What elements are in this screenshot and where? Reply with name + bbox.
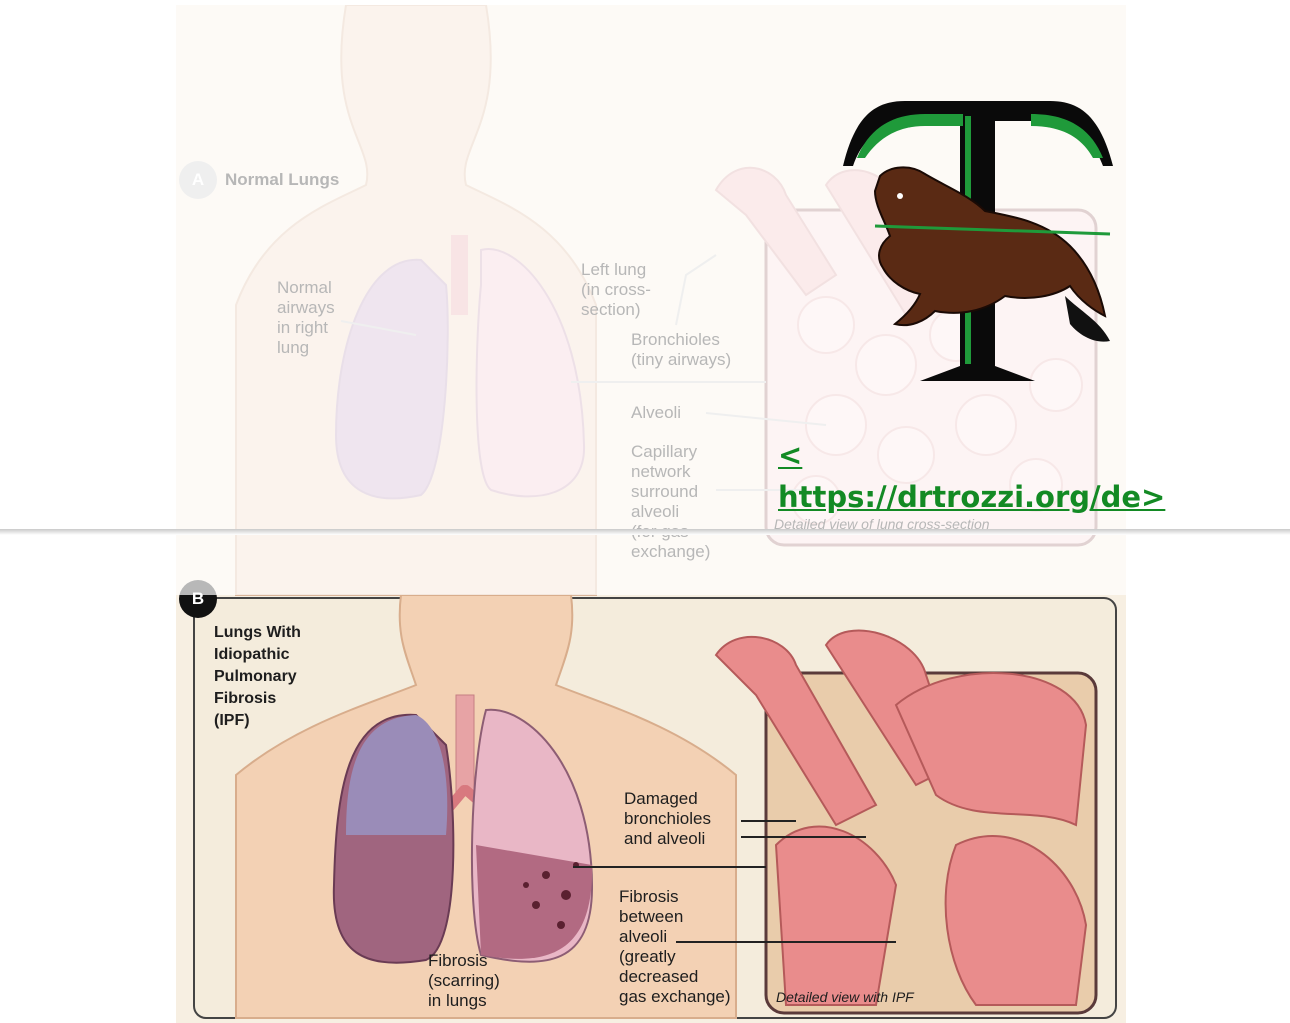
fibrosis-between-label: Fibrosis between alveoli (greatly decrea…	[619, 887, 731, 1007]
drtrozzi-logo	[835, 96, 1120, 388]
left-lung-label: Left lung (in cross- section)	[581, 260, 651, 320]
bronchioles-label: Bronchioles (tiny airways)	[631, 330, 731, 370]
fibrosis-lungs-label: Fibrosis (scarring) in lungs	[428, 951, 500, 1011]
badge-a-label: A	[191, 170, 205, 190]
badge-b-label: B	[191, 589, 205, 609]
detail-b-caption: Detailed view with IPF	[776, 987, 914, 1007]
damaged-label: Damaged bronchioles and alveoli	[624, 789, 711, 849]
alveoli-label: Alveoli	[631, 403, 681, 423]
window-divider	[0, 529, 1290, 535]
panel-a-title: Normal Lungs	[225, 170, 339, 190]
capillary-label: Capillary network surround alveoli (for …	[631, 442, 710, 562]
normal-airways-label: Normal airways in right lung	[277, 278, 335, 358]
panel-b-title: Lungs With Idiopathic Pulmonary Fibrosis…	[214, 622, 301, 732]
drtrozzi-link[interactable]: < https://drtrozzi.org/de>	[778, 434, 1188, 518]
trachea-b	[456, 695, 474, 795]
logo-drawing	[835, 96, 1120, 388]
